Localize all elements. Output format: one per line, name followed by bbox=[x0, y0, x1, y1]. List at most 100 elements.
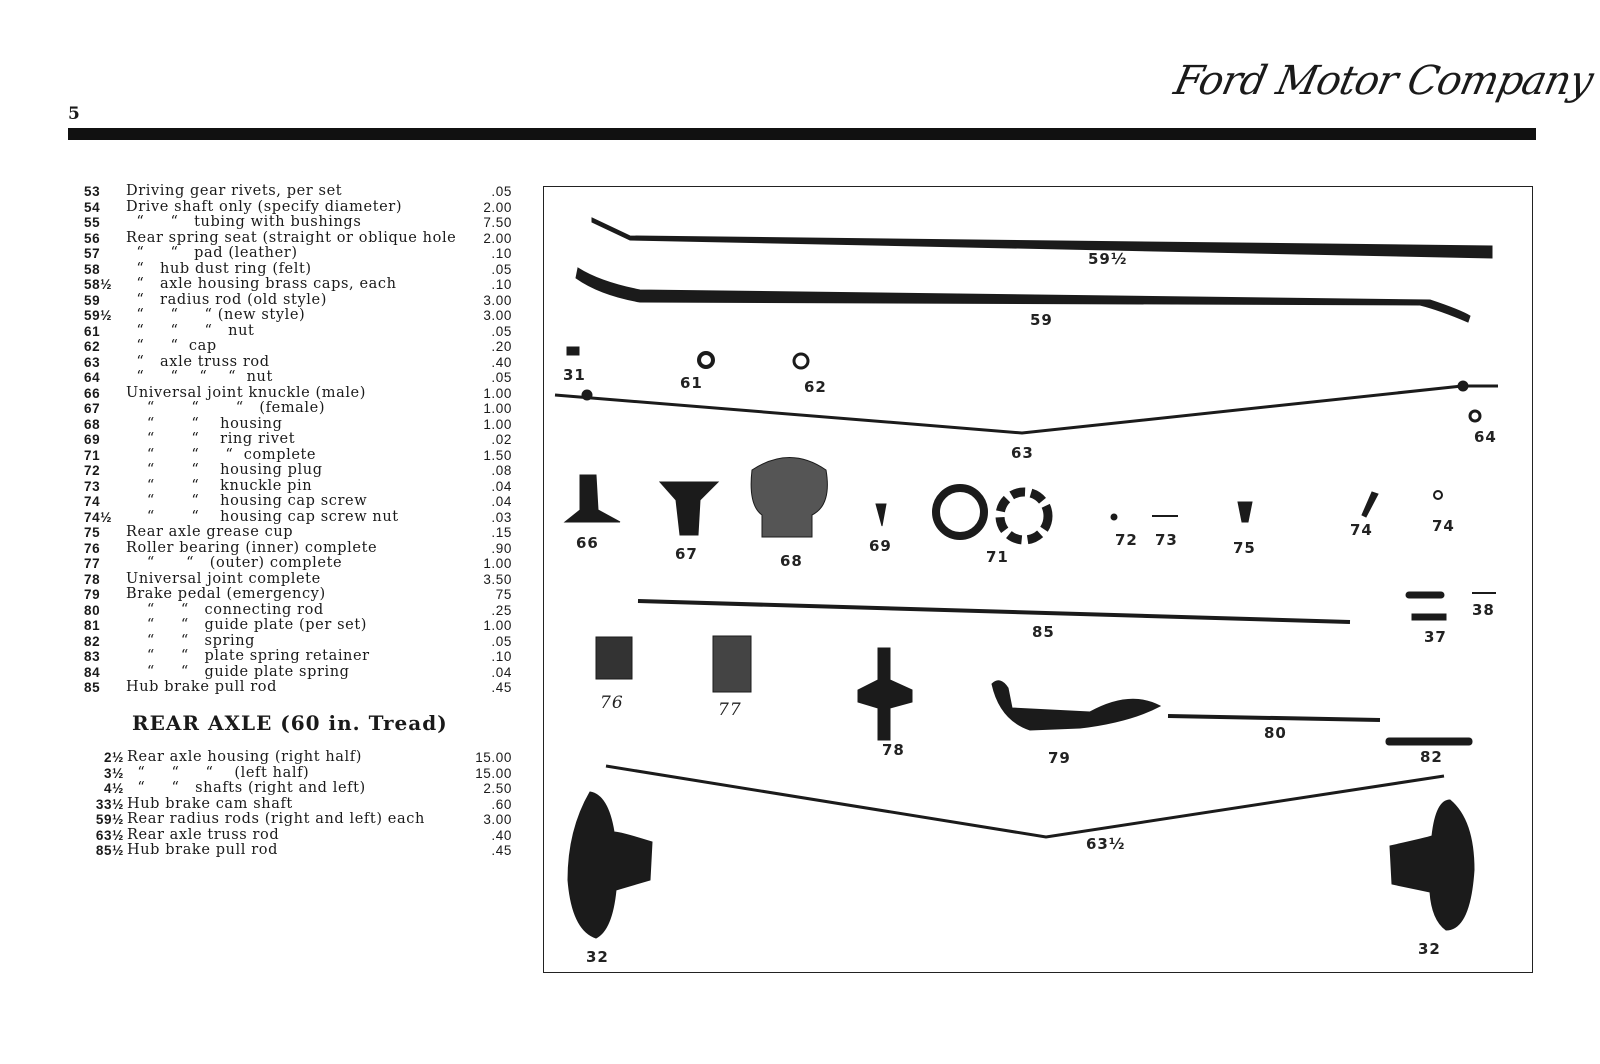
part-price: 15.00 bbox=[475, 750, 512, 765]
part-description: “ hub dust ring (felt) bbox=[126, 261, 312, 277]
part-price: 1.00 bbox=[483, 401, 512, 416]
part-description: Hub brake pull rod bbox=[127, 843, 278, 858]
ring-complete-a bbox=[932, 484, 988, 540]
part-description: Rear axle housing (right half) bbox=[127, 750, 362, 765]
part-price: .05 bbox=[491, 323, 512, 339]
part-description: “ “ “ complete bbox=[126, 447, 317, 463]
figure-label: 82 bbox=[1420, 748, 1443, 766]
figure-label: 67 bbox=[675, 545, 698, 563]
part-number: 71 bbox=[84, 447, 101, 463]
header-rule bbox=[68, 128, 1536, 140]
part-price: .05 bbox=[491, 261, 512, 277]
part-description: “ “ “ “ nut bbox=[126, 370, 273, 385]
part-description: “ “ knuckle pin bbox=[126, 478, 313, 494]
part-number: 79 bbox=[84, 587, 101, 602]
part-number: 55 bbox=[84, 215, 101, 230]
part-number: 33½ bbox=[95, 796, 124, 812]
part-number: 56 bbox=[84, 230, 101, 246]
part-description: “ “ guide plate (per set) bbox=[126, 618, 368, 633]
part-number: 59 bbox=[84, 292, 101, 308]
part-description: “ axle housing brass caps, each bbox=[126, 277, 397, 292]
figure-label: 71 bbox=[986, 548, 1009, 566]
knuckle-male bbox=[563, 474, 621, 523]
part-description: Driving gear rivets, per set bbox=[126, 184, 343, 199]
part-description: “ “ (outer) complete bbox=[126, 556, 343, 571]
figure-label: 31 bbox=[563, 366, 586, 384]
grease-cup bbox=[1237, 501, 1253, 523]
part-description: Hub brake cam shaft bbox=[127, 796, 293, 812]
part-description: “ “ housing cap screw bbox=[126, 494, 368, 509]
figure-label: 75 bbox=[1233, 539, 1256, 557]
ring-rivet bbox=[875, 503, 887, 527]
part-row: 74 “ “ housing cap screw .04 bbox=[84, 494, 512, 510]
part-number: 57 bbox=[84, 246, 101, 261]
part-description: “ “ “ nut bbox=[126, 323, 255, 339]
part-description: “ “ “ (female) bbox=[126, 401, 326, 416]
figure-label: 32 bbox=[586, 948, 609, 966]
part-description: “ radius rod (old style) bbox=[126, 292, 327, 308]
roller-bearing-inner bbox=[595, 636, 633, 680]
part-row: 59½ “ “ “ (new style)3.00 bbox=[84, 308, 512, 324]
part-number: 81 bbox=[84, 618, 101, 633]
part-number: 74½ bbox=[84, 509, 113, 525]
part-description: “ “ plate spring retainer bbox=[126, 649, 370, 664]
part-number: 59½ bbox=[84, 308, 113, 323]
part-description: “ “ shafts (right and left) bbox=[127, 781, 366, 796]
part-row: 3½ “ “ “ (left half)15.00 bbox=[84, 766, 512, 782]
figure-label: 74 bbox=[1432, 517, 1455, 535]
joint-housing bbox=[750, 457, 828, 538]
part-price: .10 bbox=[491, 649, 512, 664]
part-price: 15.00 bbox=[475, 765, 512, 781]
part-number: 63½ bbox=[95, 827, 124, 843]
figure-label: 76 bbox=[600, 693, 624, 713]
part-description: Roller bearing (inner) complete bbox=[126, 540, 378, 556]
ring-complete-b bbox=[995, 487, 1053, 545]
radius-rod-new-style bbox=[591, 217, 1493, 259]
part-price: .04 bbox=[491, 494, 512, 509]
part-number: 85½ bbox=[95, 843, 124, 858]
part-row: 80 “ “ connecting rod.25 bbox=[84, 603, 512, 619]
part-number: 53 bbox=[84, 184, 101, 199]
part-price: 1.00 bbox=[483, 385, 512, 401]
part-price: 2.00 bbox=[483, 199, 512, 215]
figure-label: 74 bbox=[1350, 521, 1373, 539]
part-number: 82 bbox=[84, 633, 101, 649]
part-row: 83 “ “ plate spring retainer .10 bbox=[84, 649, 512, 665]
universal-joint-complete bbox=[857, 647, 913, 741]
part-description: “ “ tubing with bushings bbox=[126, 215, 362, 230]
part-number: 83 bbox=[84, 649, 101, 664]
part-row: 74½ “ “ housing cap screw nut.03 bbox=[84, 510, 512, 526]
part-number: 63 bbox=[84, 354, 101, 370]
part-31 bbox=[566, 346, 580, 356]
part-price: 3.00 bbox=[483, 292, 512, 308]
part-description: “ “ housing plug bbox=[126, 463, 323, 478]
part-row: 62 “ “ cap.20 bbox=[84, 339, 512, 355]
part-row: 81 “ “ guide plate (per set)1.00 bbox=[84, 618, 512, 634]
figure-label: 68 bbox=[780, 552, 803, 570]
part-description: “ “ housing bbox=[126, 416, 283, 432]
part-description: “ “ ring rivet bbox=[126, 432, 296, 447]
part-price: .10 bbox=[491, 277, 512, 292]
part-price: .90 bbox=[491, 540, 512, 556]
part-number: 3½ bbox=[104, 765, 124, 781]
part-number: 74 bbox=[84, 494, 101, 509]
part-description: “ “ pad (leather) bbox=[126, 246, 298, 261]
figure-label: 78 bbox=[882, 741, 905, 759]
radius-rod-old-style bbox=[575, 267, 1471, 323]
part-price: 1.00 bbox=[483, 416, 512, 432]
part-number: 64 bbox=[84, 370, 101, 385]
